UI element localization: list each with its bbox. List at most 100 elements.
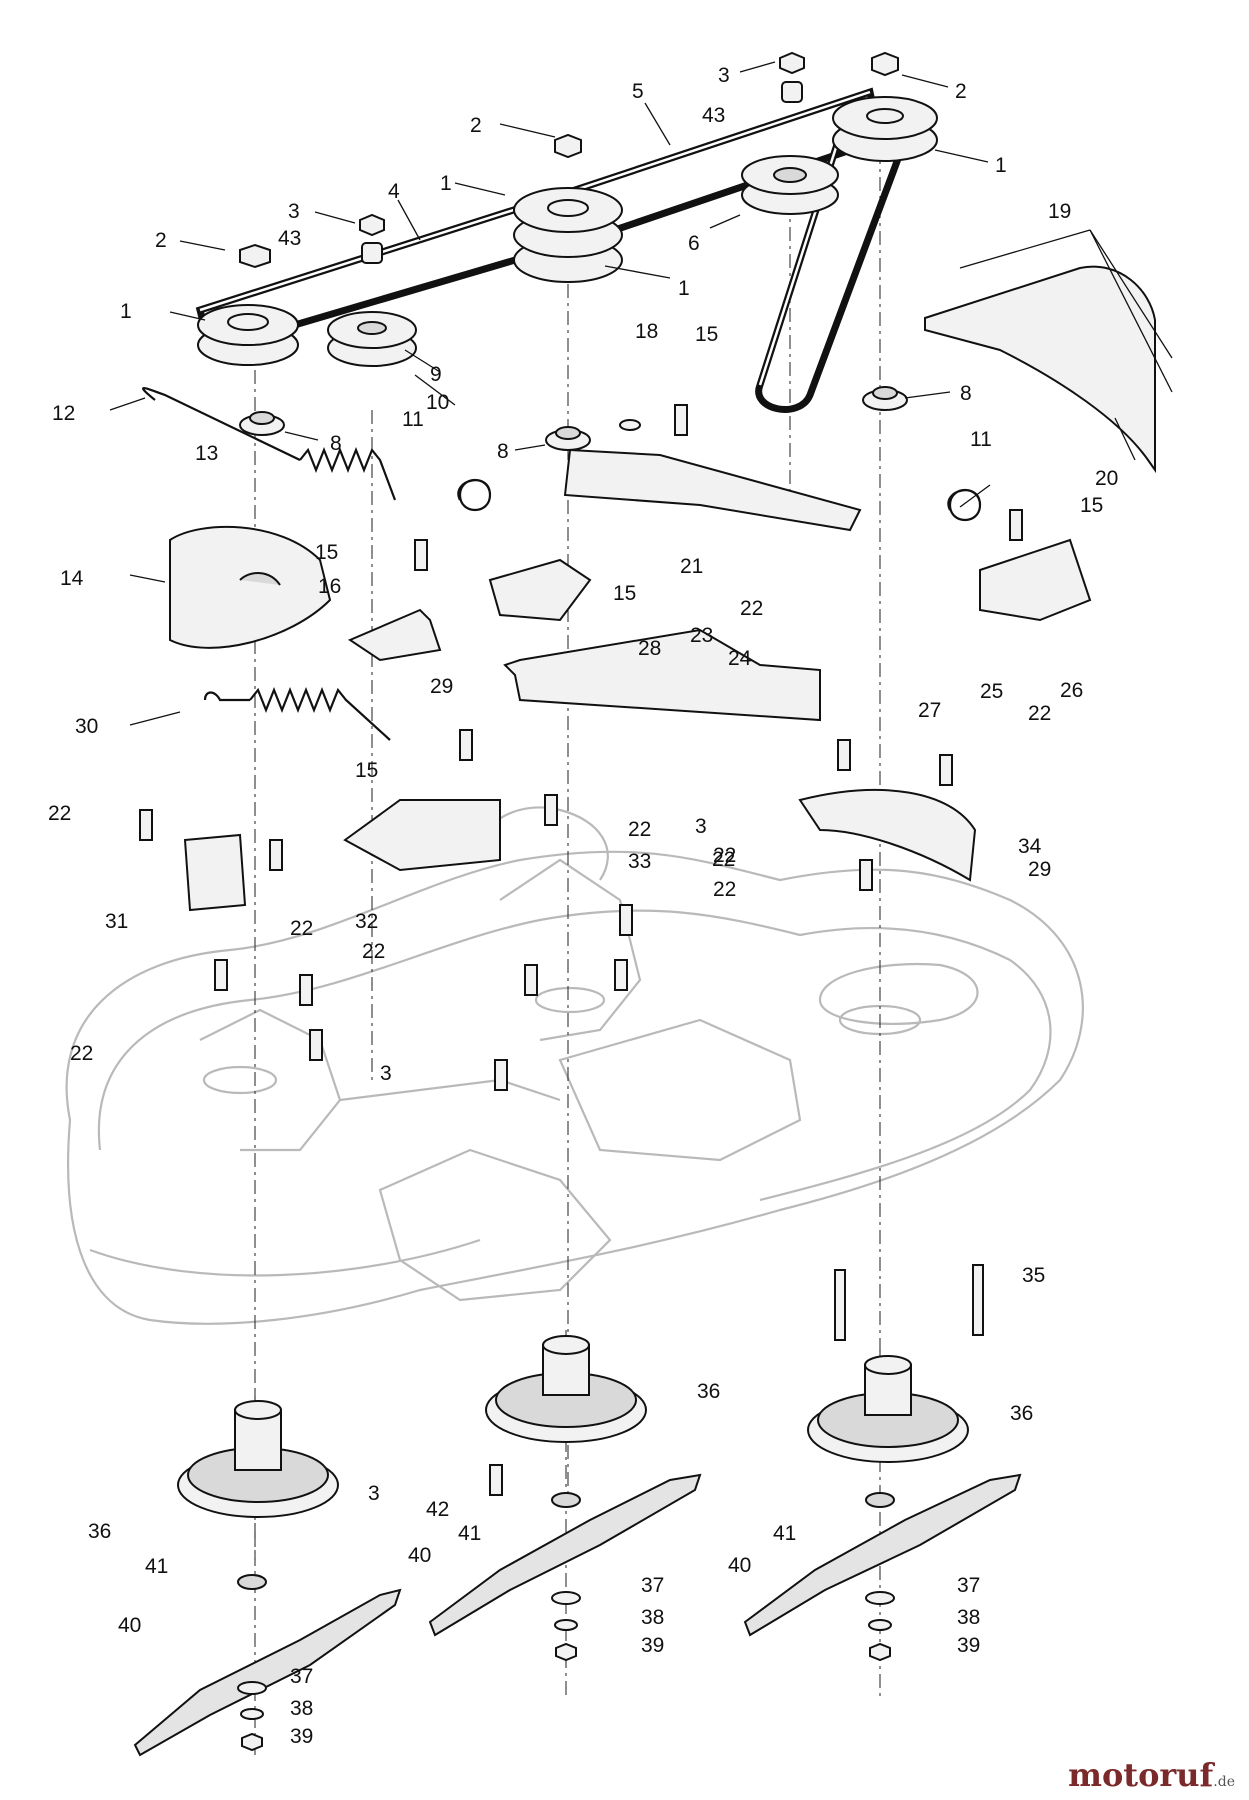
callout-label: 11	[402, 408, 424, 431]
callout-label: 13	[195, 442, 218, 465]
callout-label: 41	[773, 1522, 796, 1545]
callout-label: 3	[368, 1482, 380, 1505]
callout-label: 18	[635, 320, 658, 343]
leader-lines	[109, 61, 1173, 726]
callout-label: 19	[1048, 200, 1071, 223]
callout-label: 43	[702, 104, 725, 127]
callout-label: 40	[118, 1614, 141, 1637]
spindle-assembly-left	[177, 1400, 339, 1518]
callout-label: 43	[278, 227, 301, 250]
callout-label: 22	[362, 940, 385, 963]
tension-springs	[142, 386, 982, 741]
bracket-16	[347, 608, 442, 662]
assembly-axis-lines	[254, 150, 881, 1760]
callout-label: 11	[970, 428, 992, 451]
callout-label: 15	[1080, 494, 1103, 517]
callout-label: 16	[318, 575, 341, 598]
callout-label: 8	[330, 432, 342, 455]
guard-34	[798, 789, 977, 882]
callout-label: 28	[638, 637, 661, 660]
callout-label: 2	[155, 229, 167, 252]
callout-label: 5	[632, 80, 644, 103]
callout-label: 22	[712, 848, 735, 871]
callout-label: 33	[628, 850, 651, 873]
callout-label: 1	[120, 300, 132, 323]
spindle-assembly-right	[807, 1355, 969, 1463]
nuts-and-spacers	[239, 51, 899, 269]
callout-label: 22	[713, 878, 736, 901]
callout-label: 36	[88, 1520, 111, 1543]
callout-labels: 1 1 1 1 2 2 2 3 3 3 3 3 4 5 6 8 8 8 9 10…	[48, 64, 1118, 1748]
callout-label: 15	[355, 759, 378, 782]
idler-bushings	[239, 386, 908, 451]
callout-label: 12	[52, 402, 75, 425]
callout-label: 15	[613, 582, 636, 605]
belt-guard-right	[924, 265, 1156, 474]
callout-label: 22	[70, 1042, 93, 1065]
watermark-suffix: .de	[1213, 1774, 1235, 1790]
callout-label: 4	[388, 180, 400, 203]
callout-label: 24	[728, 647, 752, 670]
pulley-spindle-right	[832, 96, 938, 162]
bracket-26	[979, 538, 1092, 622]
spindle-assembly-center	[485, 1335, 647, 1443]
watermark-logo: motoruf.de	[1068, 1756, 1235, 1794]
callout-label: 41	[458, 1522, 481, 1545]
callout-label: 40	[408, 1544, 431, 1567]
mower-blade-right	[743, 1473, 1022, 1637]
mower-blade-center	[428, 1473, 702, 1637]
callout-label: 36	[697, 1380, 720, 1403]
callout-label: 3	[695, 815, 707, 838]
callout-label: 30	[75, 715, 98, 738]
callout-label: 38	[290, 1697, 313, 1720]
callout-label: 34	[1018, 835, 1042, 858]
callout-label: 6	[688, 232, 700, 255]
callout-label: 39	[641, 1634, 664, 1657]
bolts	[139, 404, 1023, 1496]
callout-label: 29	[430, 675, 453, 698]
belt-guard-left	[169, 525, 332, 649]
idler-arm-center	[563, 448, 862, 532]
callout-label: 3	[718, 64, 730, 87]
callout-label: 42	[426, 1498, 449, 1521]
callout-label: 27	[918, 699, 941, 722]
callout-label: 39	[290, 1725, 313, 1748]
callout-label: 37	[957, 1574, 980, 1597]
callout-label: 8	[497, 440, 509, 463]
idler-pulley-left	[327, 311, 417, 367]
bracket-31	[183, 833, 247, 912]
callout-label: 9	[430, 363, 442, 386]
callout-label: 26	[1060, 679, 1083, 702]
callout-label: 1	[995, 154, 1007, 177]
callout-label: 15	[315, 541, 338, 564]
callout-label: 22	[628, 818, 651, 841]
idler-pulley-right	[741, 155, 839, 215]
callout-label: 37	[641, 1574, 664, 1597]
mower-blade-left	[133, 1588, 402, 1757]
callout-label: 2	[955, 80, 967, 103]
pulley-spindle-left	[197, 304, 299, 366]
idler-bracket-plate	[503, 628, 821, 722]
callout-label: 22	[48, 802, 71, 825]
bracket-32	[343, 799, 501, 872]
callout-label: 39	[957, 1634, 980, 1657]
callout-label: 22	[740, 597, 763, 620]
blade-hardware	[237, 1492, 895, 1752]
callout-label: 25	[980, 680, 1003, 703]
callout-label: 40	[728, 1554, 751, 1577]
callout-label: 21	[680, 555, 703, 578]
callout-label: 29	[1028, 858, 1051, 881]
callout-label: 37	[290, 1665, 313, 1688]
callout-label: 1	[440, 172, 452, 195]
callout-label: 35	[1022, 1264, 1045, 1287]
callout-label: 22	[1028, 702, 1051, 725]
callout-label: 38	[641, 1606, 664, 1629]
pulley-spindle-center	[513, 187, 623, 283]
callout-label: 10	[426, 391, 449, 414]
callout-label: 23	[690, 624, 713, 647]
callout-label: 36	[1010, 1402, 1033, 1425]
callout-label: 20	[1095, 467, 1118, 490]
callout-label: 31	[105, 910, 128, 933]
callout-label: 38	[957, 1606, 980, 1629]
callout-label: 3	[380, 1062, 392, 1085]
